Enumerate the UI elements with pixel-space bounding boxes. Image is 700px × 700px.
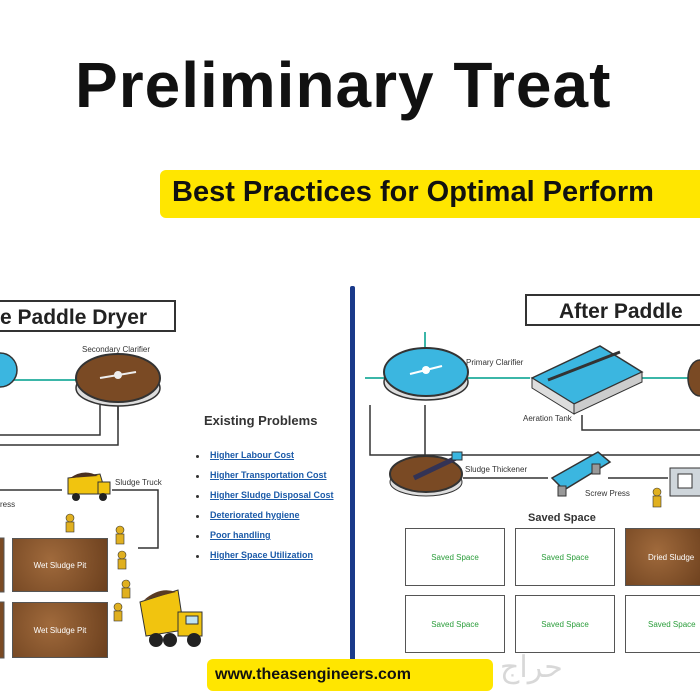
panel-divider (350, 286, 355, 666)
saved-space-cell: Saved Space (625, 595, 700, 653)
subtitle-banner (160, 170, 700, 218)
watermark: حراج (500, 651, 563, 684)
sludge-truck-label: Sludge Truck (115, 478, 162, 487)
clarifier-partial-icon (0, 352, 18, 388)
secondary-clarifier-icon (75, 353, 161, 407)
problem-text: Higher Sludge Disposal Cost (210, 490, 334, 500)
screw-press-icon (550, 451, 612, 497)
footer-banner (207, 659, 493, 691)
saved-space-cell: Saved Space (515, 528, 615, 586)
aeration-tank-icon (530, 345, 644, 415)
wet-sludge-pit-2: Wet Sludge Pit (12, 602, 108, 658)
sludge-thickener-icon (389, 451, 463, 497)
cell-label: Saved Space (431, 619, 479, 629)
dump-truck-icon (139, 589, 203, 647)
bullet-icon (196, 555, 199, 558)
return-line-1 (0, 405, 101, 436)
problem-text: Higher Labour Cost (210, 450, 295, 460)
press-label: ress (0, 500, 16, 509)
after-lines (369, 405, 700, 479)
after-worker-icon (652, 487, 662, 508)
page-title: Preliminary Treat (75, 49, 612, 121)
cell-label: Saved Space (541, 552, 589, 562)
saved-space-heading: Saved Space (528, 512, 596, 524)
before-section-title: e Paddle Dryer (0, 300, 176, 332)
sludge-thickener-label: Sludge Thickener (465, 465, 528, 474)
saved-space-cell: Saved Space (405, 528, 505, 586)
cell-label: Saved Space (431, 552, 479, 562)
cell-label: Saved Space (541, 619, 589, 629)
wet-sludge-pit-1: Wet Sludge Pit (12, 538, 108, 592)
subtitle: Best Practices for Optimal Perform (172, 176, 654, 208)
screw-press-label: Screw Press (585, 489, 630, 498)
bullet-icon (196, 455, 199, 458)
aeration-tank-label: Aeration Tank (523, 414, 572, 423)
bullet-icon (196, 475, 199, 478)
bullet-icon (196, 535, 199, 538)
problems-heading: Existing Problems (204, 413, 318, 428)
primary-clarifier-label: Primary Clarifier (466, 358, 524, 367)
problem-text: Higher Space Utilization (210, 550, 314, 560)
partial-clarifier-icon (687, 359, 700, 397)
before-lines (0, 405, 159, 549)
cell-label: Saved Space (648, 619, 696, 629)
truck-to-pit-line (112, 489, 159, 549)
pit-label: Wet Sludge Pit (33, 560, 87, 570)
footer-url-link[interactable]: www.theasengineers.com (215, 666, 411, 683)
partial-pit-1 (0, 537, 5, 593)
dried-sludge-cell: Dried Sludge (625, 528, 700, 586)
problem-text: Deteriorated hygiene (210, 510, 300, 520)
saved-space-cell: Saved Space (405, 595, 505, 653)
paddle-dryer-icon (669, 467, 700, 497)
worker-icons (65, 513, 131, 622)
problem-text: Higher Transportation Cost (210, 470, 327, 480)
saved-space-cell: Saved Space (515, 595, 615, 653)
after-section-title: After Paddle (525, 294, 700, 326)
cell-label: Dried Sludge (648, 552, 695, 562)
partial-pit-2 (0, 601, 5, 659)
problem-text: Poor handling (210, 530, 271, 540)
bullet-icon (196, 495, 199, 498)
bullet-icon (196, 515, 199, 518)
primary-clarifier-icon (383, 347, 469, 401)
secondary-clarifier-label: Secondary Clarifier (82, 345, 151, 354)
pit-label: Wet Sludge Pit (33, 625, 87, 635)
sludge-truck-icon (67, 472, 111, 501)
